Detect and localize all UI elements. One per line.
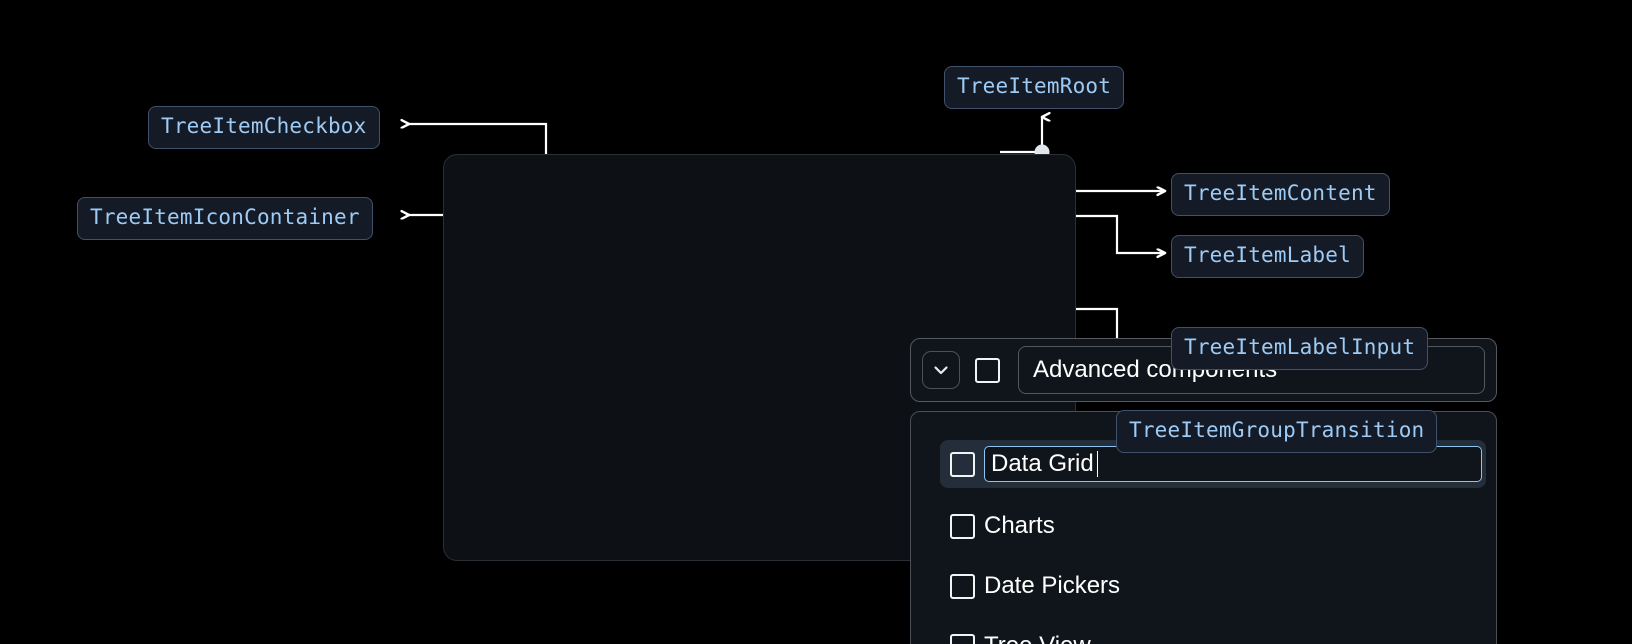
tree-item-root[interactable]: Advanced components Data Grid Charts [443, 154, 1497, 644]
tree-item-label: Date Pickers [984, 572, 1121, 599]
annotation-chip-tree-item-content: TreeItemContent [1171, 173, 1390, 216]
checkbox-unchecked-icon [974, 357, 1000, 383]
annotation-chip-tree-item-label-input: TreeItemLabelInput [1171, 327, 1429, 370]
tree-item-label: Tree View [984, 632, 1091, 644]
annotation-chip-tree-item-label: TreeItemLabel [1171, 235, 1364, 278]
tree-item-row-tree-view[interactable]: Tree View [911, 624, 1496, 644]
tree-item-label: Charts [984, 512, 1055, 539]
annotation-chip-tree-item-root: TreeItemRoot [944, 66, 1125, 109]
tree-item-checkbox[interactable] [940, 513, 984, 539]
tree-item-checkbox[interactable] [940, 573, 984, 599]
tree-item-checkbox[interactable] [968, 351, 1006, 389]
annotation-chip-tree-item-icon-container: TreeItemIconContainer [77, 197, 373, 240]
tree-item-checkbox[interactable] [940, 451, 984, 477]
checkbox-unchecked-icon [949, 451, 975, 477]
tree-item-row-charts[interactable]: Charts [911, 504, 1496, 548]
tree-item-row-date-pickers[interactable]: Date Pickers [911, 564, 1496, 608]
annotation-chip-tree-item-group-transition: TreeItemGroupTransition [1116, 410, 1438, 453]
tree-item-label-input-value: Data Grid [991, 450, 1094, 477]
tree-item-checkbox[interactable] [940, 633, 984, 644]
checkbox-unchecked-icon [949, 513, 975, 539]
checkbox-unchecked-icon [949, 633, 975, 644]
text-caret [1096, 451, 1099, 477]
checkbox-unchecked-icon [949, 573, 975, 599]
chevron-down-icon [934, 366, 948, 375]
annotation-chip-tree-item-checkbox: TreeItemCheckbox [148, 106, 380, 149]
tree-item-icon-container[interactable] [922, 351, 960, 389]
